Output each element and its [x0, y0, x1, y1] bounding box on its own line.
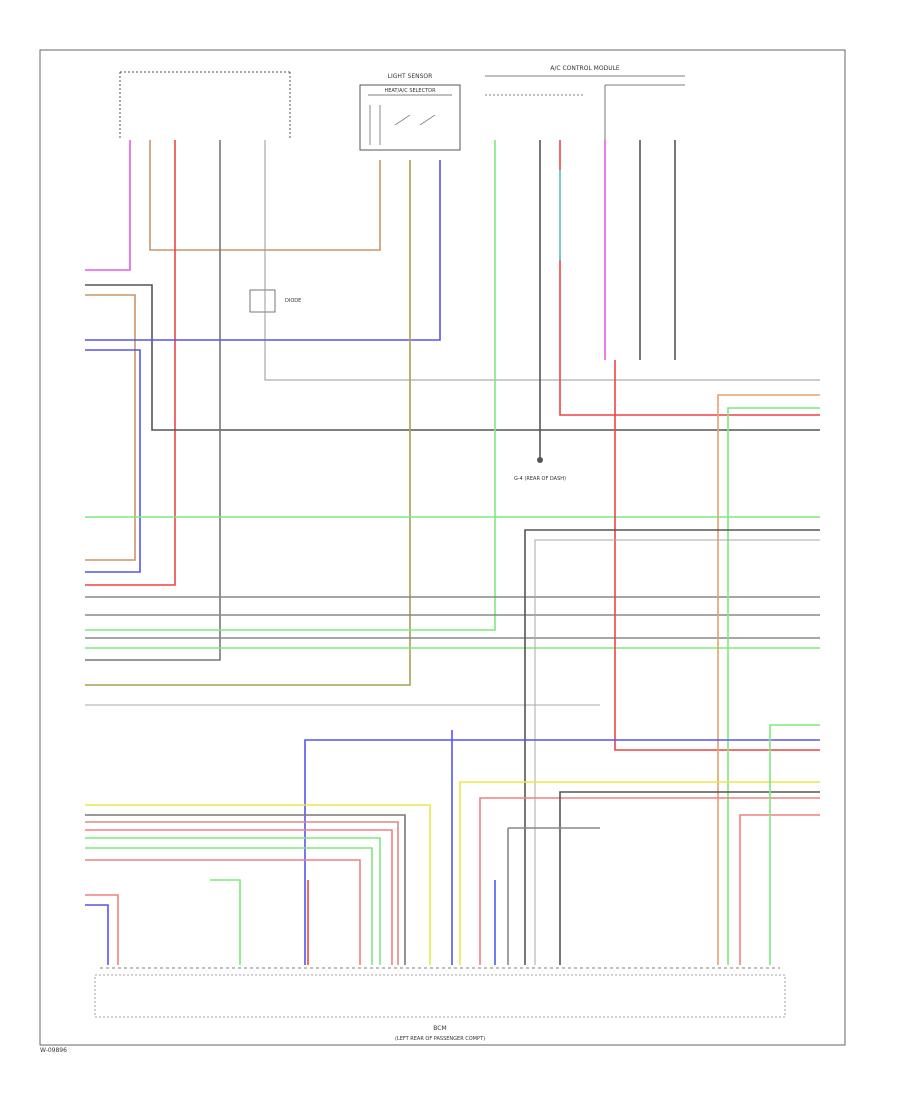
diagram-frame — [39, 49, 846, 1046]
diode-label: DIODE — [285, 298, 301, 304]
diode-box — [249, 289, 276, 313]
ground-label: G-4 (REAR OF DASH) — [514, 476, 566, 482]
bcm-title: BCM — [433, 1025, 446, 1032]
top-center-title: LIGHT SENSOR — [388, 73, 433, 80]
switch-box — [359, 84, 461, 151]
wires — [85, 140, 820, 965]
switch-box-title: HEAT/A/C SELECTOR — [384, 88, 436, 94]
ground-symbol — [537, 457, 543, 463]
bcm-subtitle: (LEFT REAR OF PASSENGER COMPT) — [395, 1036, 485, 1042]
top-right-title: A/C CONTROL MODULE — [550, 65, 620, 72]
bcm-box — [94, 974, 786, 1018]
footer-code: W-09896 — [40, 1047, 67, 1054]
top-components — [119, 71, 685, 313]
